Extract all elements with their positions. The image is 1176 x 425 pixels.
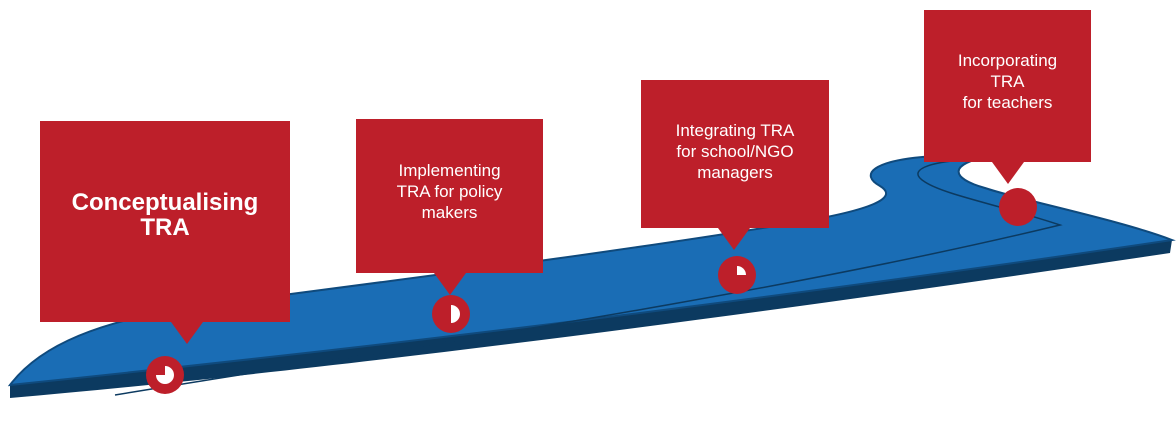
road-centerline (114, 159, 1063, 396)
milestone-label: Incorporating TRA for teachers (957, 51, 1058, 112)
callout-pointer (718, 228, 750, 250)
milestone-callout-1: Conceptualising TRA (40, 121, 290, 344)
milestone-callout-2: Implementing TRA for policy makers (356, 119, 543, 295)
milestone-callout-4: Incorporating TRA for teachers (924, 10, 1091, 184)
milestone-marker-3 (718, 256, 756, 294)
milestone-marker-2 (432, 295, 470, 333)
road-side (10, 240, 1172, 398)
callout-pointer (992, 162, 1024, 184)
milestone-callout-3: Integrating TRA for school/NGO managers (641, 80, 829, 250)
milestone-label: Integrating TRA for school/NGO managers (675, 121, 795, 182)
progress-pie-icon (737, 266, 746, 275)
callout-pointer (171, 322, 203, 344)
milestone-label: Implementing TRA for policy makers (396, 161, 503, 222)
milestone-marker-4 (999, 188, 1037, 226)
road-surface (7, 155, 1176, 387)
progress-pie-icon (451, 305, 460, 323)
callout-pointer (434, 273, 466, 295)
progress-pie-icon (156, 366, 174, 384)
milestone-label: Conceptualising TRA (71, 188, 259, 241)
milestone-marker-1 (146, 356, 184, 394)
